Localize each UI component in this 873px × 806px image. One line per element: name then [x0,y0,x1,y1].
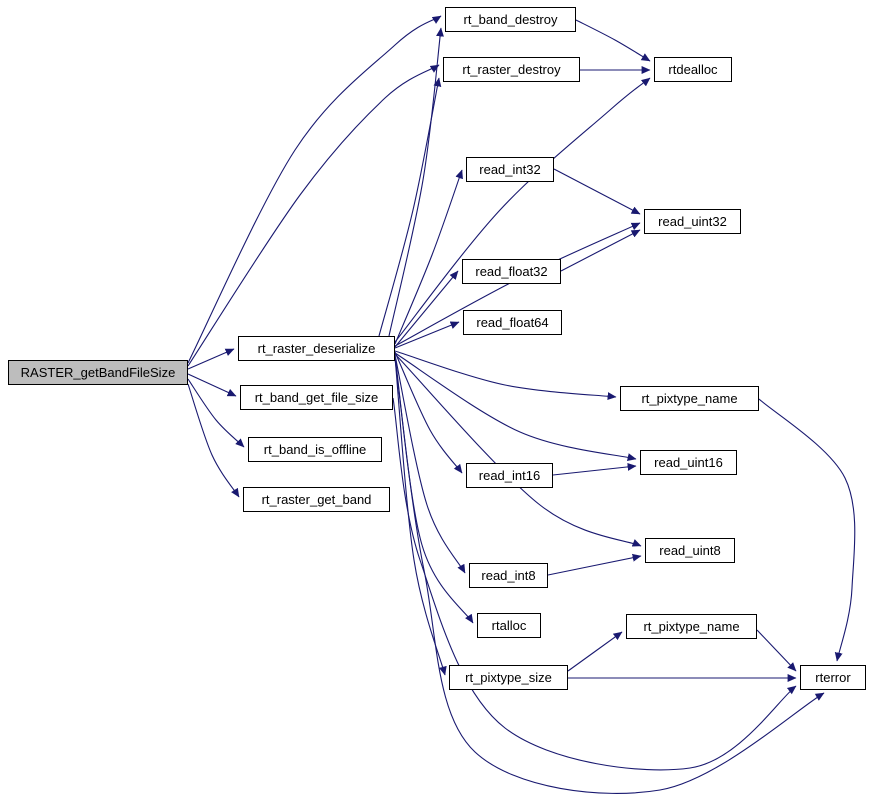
graph-node-rt_raster_get_band[interactable]: rt_raster_get_band [243,487,390,512]
call-edge-rt_raster_deserialize-to-read_uint16 [394,352,637,461]
graph-node-rt_band_is_offline[interactable]: rt_band_is_offline [248,437,382,462]
graph-node-read_float32[interactable]: read_float32 [462,259,561,284]
call-edge-rt_raster_deserialize-to-read_int16 [394,351,463,474]
graph-node-rtdealloc[interactable]: rtdealloc [654,57,732,82]
call-edge-rt_raster_deserialize-to-rt_raster_destroy [378,77,442,337]
call-edge-rt_raster_deserialize-to-read_int32 [394,169,463,345]
call-edge-read_int32-to-read_uint32 [553,168,641,215]
graph-node-rt_pixtype_name_a[interactable]: rt_pixtype_name [620,386,759,411]
call-edge-RASTER_getBandFileSize-to-rt_raster_get_band [187,383,240,498]
call-edge-rt_raster_deserialize-to-read_int8 [394,354,466,574]
call-edge-rt_raster_deserialize-to-rt_pixtype_size [394,356,447,676]
call-edge-RASTER_getBandFileSize-to-rt_band_get_file_size [187,373,237,397]
call-edge-read_int8-to-read_uint8 [547,553,642,576]
graph-node-read_int16[interactable]: read_int16 [466,463,553,488]
call-edge-RASTER_getBandFileSize-to-rt_raster_deserialize [187,348,235,370]
graph-node-rt_pixtype_name_b[interactable]: rt_pixtype_name [626,614,757,639]
call-edge-rt_pixtype_size-to-rt_pixtype_name_b [567,631,623,672]
call-edge-RASTER_getBandFileSize-to-rt_band_destroy [187,15,442,364]
call-edge-RASTER_getBandFileSize-to-rt_band_is_offline [187,378,245,448]
graph-node-rt_raster_destroy[interactable]: rt_raster_destroy [443,57,580,82]
call-edge-rt_raster_deserialize-to-rt_band_destroy [388,27,444,337]
graph-node-read_uint16[interactable]: read_uint16 [640,450,737,475]
graph-node-rt_band_destroy[interactable]: rt_band_destroy [445,7,576,32]
call-edge-RASTER_getBandFileSize-to-rt_raster_destroy [187,64,440,367]
call-edge-rt_raster_deserialize-to-rtalloc [394,355,474,624]
graph-node-read_int8[interactable]: read_int8 [469,563,548,588]
call-edge-read_float32-to-read_uint32 [560,229,641,272]
graph-node-read_float64[interactable]: read_float64 [463,310,562,335]
call-edge-read_int16-to-read_uint16 [552,462,637,476]
graph-node-read_int32[interactable]: read_int32 [466,157,554,182]
graph-node-rt_raster_deserialize[interactable]: rt_raster_deserialize [238,336,395,361]
call-edge-rt_raster_deserialize-to-read_float64 [394,321,460,349]
call-edge-rt_pixtype_name_b-to-rterror [756,629,797,672]
call-edge-rt_raster_deserialize-to-read_float32 [394,270,459,348]
call-edge-rt_band_destroy-to-rtdealloc [575,19,651,62]
graph-node-rt_pixtype_size[interactable]: rt_pixtype_size [449,665,568,690]
call-edge-rt_raster_deserialize-to-rterror [394,358,825,794]
call-edge-rt_band_get_file_size-to-rterror [392,397,797,771]
graph-node-rterror[interactable]: rterror [800,665,866,690]
call-edge-rt_raster_deserialize-to-rt_pixtype_name_a [394,350,617,401]
call-edge-rt_raster_deserialize-to-read_uint8 [394,353,642,547]
graph-node-rtalloc[interactable]: rtalloc [477,613,541,638]
graph-node-read_uint32[interactable]: read_uint32 [644,209,741,234]
graph-node-RASTER_getBandFileSize[interactable]: RASTER_getBandFileSize [8,360,188,385]
call-edge-rt_raster_deserialize-to-rtdealloc [394,77,651,343]
graph-node-read_uint8[interactable]: read_uint8 [645,538,735,563]
call-edge-rt_pixtype_name_a-to-rterror [758,398,856,662]
graph-node-rt_band_get_file_size[interactable]: rt_band_get_file_size [240,385,393,410]
